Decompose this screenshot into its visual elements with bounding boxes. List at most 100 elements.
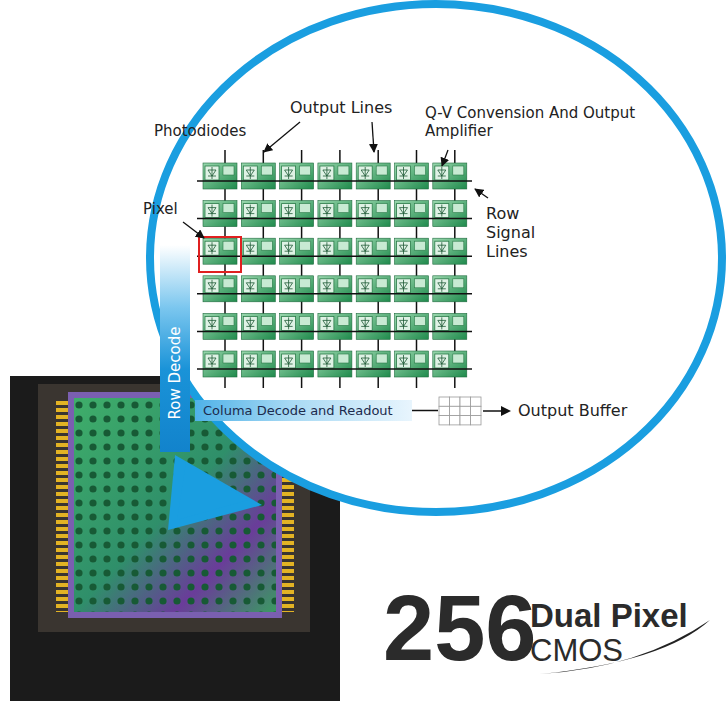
amplifier — [338, 279, 349, 288]
diode-symbol — [323, 317, 331, 329]
diode-symbol — [208, 280, 216, 292]
pixel — [395, 238, 429, 264]
amplifier — [338, 241, 349, 250]
photodiode — [397, 204, 411, 218]
leader-line — [183, 222, 204, 238]
amplifier — [376, 279, 387, 288]
amplifier — [415, 279, 426, 288]
photodiode — [358, 316, 372, 330]
buffer-cell — [460, 416, 471, 425]
pixel — [433, 313, 467, 339]
diode-symbol — [208, 317, 216, 329]
bubble-outline — [150, 4, 722, 512]
pixel — [356, 238, 390, 264]
product-name: Dual Pixel — [530, 596, 688, 636]
band-text: Columa Decode and Readout — [203, 403, 404, 418]
photodiode — [397, 241, 411, 255]
photodiode — [358, 204, 372, 218]
diode-symbol — [246, 167, 254, 179]
photodiode — [320, 354, 334, 368]
pixel — [395, 201, 429, 227]
amplifier — [415, 204, 426, 213]
amplifier — [415, 166, 426, 175]
photodiode — [397, 279, 411, 293]
pixel — [203, 276, 237, 302]
buffer-cell — [460, 397, 471, 406]
photodiode — [397, 354, 411, 368]
photodiode — [205, 166, 219, 180]
diode-symbol — [285, 355, 293, 367]
diode-symbol — [438, 242, 446, 254]
buffer-cell — [450, 397, 461, 406]
pixel — [395, 351, 429, 377]
amplifier — [453, 166, 464, 175]
diode-symbol — [361, 167, 369, 179]
amplifier — [376, 354, 387, 363]
photodiode — [435, 316, 449, 330]
amplifier — [338, 166, 349, 175]
column-decode-band: Columa Decode and Readout — [195, 400, 412, 421]
diode-symbol — [400, 317, 408, 329]
photodiode — [435, 279, 449, 293]
diode-symbol — [208, 205, 216, 217]
pixel — [356, 276, 390, 302]
photodiode — [205, 279, 219, 293]
buffer-arrow — [482, 396, 514, 426]
band-text: Row Decode — [166, 327, 184, 420]
row-signal-line — [197, 331, 472, 333]
diode-symbol — [285, 317, 293, 329]
pixel — [433, 201, 467, 227]
amplifier — [261, 166, 272, 175]
amplifier — [300, 279, 311, 288]
amplifier — [453, 279, 464, 288]
buffer-cell — [439, 397, 450, 406]
pixel — [280, 313, 314, 339]
arrow-shaft — [483, 410, 502, 412]
amplifier — [223, 279, 234, 288]
pixel — [241, 276, 275, 302]
diode-symbol — [208, 355, 216, 367]
row-signal-line — [197, 255, 472, 257]
amplifier — [223, 354, 234, 363]
amplifier — [300, 354, 311, 363]
amplifier — [223, 241, 234, 250]
diode-symbol — [361, 242, 369, 254]
photodiode — [282, 204, 296, 218]
photodiode — [205, 316, 219, 330]
photodiode — [205, 204, 219, 218]
output-buffer: Output Buffer — [438, 396, 632, 426]
amplifier — [415, 241, 426, 250]
leader-line — [442, 150, 448, 166]
diode-symbol — [246, 205, 254, 217]
amplifier — [453, 354, 464, 363]
buffer-cell — [450, 406, 461, 415]
photodiode — [243, 354, 257, 368]
diode-symbol — [400, 242, 408, 254]
arrow-head — [501, 406, 511, 416]
buffer-cell — [439, 416, 450, 425]
diode-symbol — [400, 355, 408, 367]
photodiode — [320, 279, 334, 293]
diode-symbol — [438, 280, 446, 292]
diode-symbol — [323, 355, 331, 367]
photodiode — [358, 354, 372, 368]
pixel — [280, 163, 314, 189]
photodiode — [282, 354, 296, 368]
bubble-tail — [168, 455, 262, 530]
diode-symbol — [323, 167, 331, 179]
pixel — [318, 351, 352, 377]
pixel — [241, 238, 275, 264]
photodiode — [243, 279, 257, 293]
photodiode — [282, 241, 296, 255]
photodiode — [282, 279, 296, 293]
row-signal-line — [197, 368, 472, 370]
diode-symbol — [323, 242, 331, 254]
pixel — [356, 201, 390, 227]
photodiode — [435, 166, 449, 180]
diode-symbol — [361, 205, 369, 217]
amplifier — [300, 316, 311, 325]
buffer-cell — [439, 406, 450, 415]
diode-symbol — [285, 205, 293, 217]
amplifier — [261, 354, 272, 363]
diode-symbol — [246, 242, 254, 254]
